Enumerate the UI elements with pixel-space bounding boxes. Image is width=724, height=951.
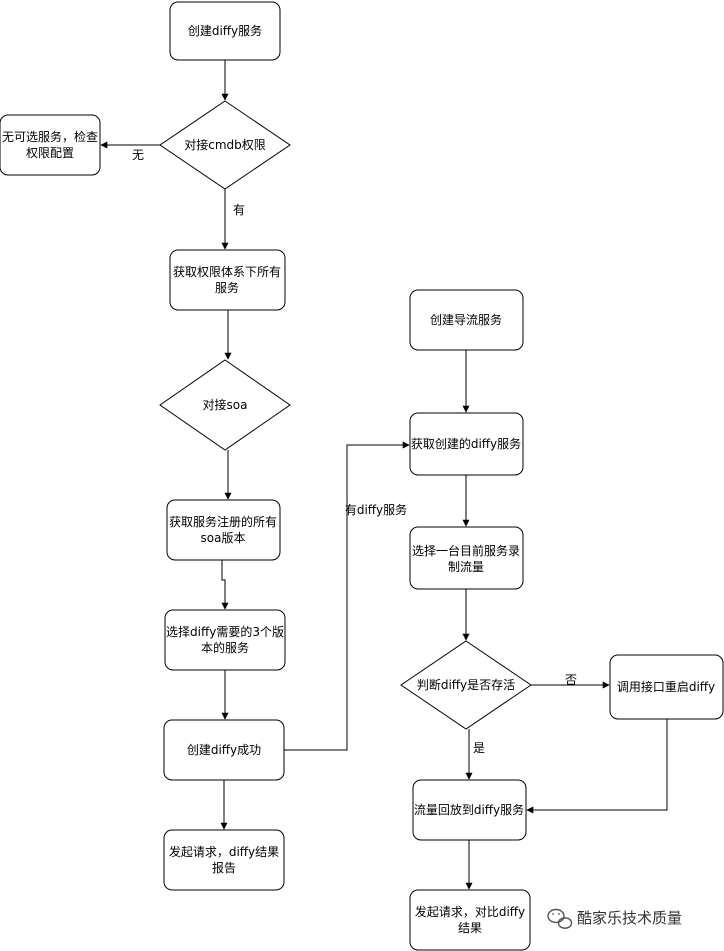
wechat-icon — [547, 908, 573, 929]
node-create-success: 创建diffy成功 — [163, 719, 285, 781]
node-select-record-host: 选择一台目前服务录 制流量 — [409, 526, 524, 590]
svg-text:报告: 报告 — [212, 860, 236, 875]
svg-text:权限配置: 权限配置 — [26, 146, 74, 160]
edge-label-deny: 否 — [565, 673, 577, 687]
svg-text:获取权限体系下所有: 获取权限体系下所有 — [173, 265, 281, 279]
watermark-text: 酷家乐技术质量 — [577, 909, 682, 927]
svg-text:获取服务注册的所有: 获取服务注册的所有 — [169, 514, 277, 529]
svg-text:对接cmdb权限: 对接cmdb权限 — [184, 137, 266, 152]
decision-soa: 对接soa — [159, 359, 291, 451]
edge-label-has-diffy: 有diffy服务 — [345, 502, 407, 517]
svg-text:服务: 服务 — [215, 280, 239, 295]
svg-text:发起请求，diffy结果: 发起请求，diffy结果 — [169, 844, 279, 859]
svg-text:创建diffy成功: 创建diffy成功 — [187, 743, 261, 757]
svg-text:制流量: 制流量 — [448, 560, 484, 574]
node-select-versions: 选择diffy需要的3个版 本的服务 — [164, 609, 286, 671]
node-no-service: 无可选服务，检查 权限配置 — [0, 114, 101, 176]
node-create-traffic-service: 创建导流服务 — [409, 289, 524, 351]
node-get-services: 获取权限体系下所有 服务 — [169, 249, 286, 311]
svg-text:创建导流服务: 创建导流服务 — [430, 312, 502, 327]
decision-diffy-alive: 判断diffy是否存活 — [400, 640, 532, 730]
node-diffy-report: 发起请求，diffy结果 报告 — [163, 829, 285, 891]
node-compare-results: 发起请求，对比diffy 结果 — [409, 889, 531, 951]
svg-text:选择diffy需要的3个版: 选择diffy需要的3个版 — [166, 624, 284, 639]
watermark: 酷家乐技术质量 — [547, 908, 682, 929]
svg-text:对接soa: 对接soa — [203, 397, 248, 412]
edge-label-no: 无 — [132, 148, 144, 162]
svg-text:soa版本: soa版本 — [201, 531, 246, 545]
node-create-diffy: 创建diffy服务 — [169, 1, 281, 61]
node-get-soa-versions: 获取服务注册的所有 soa版本 — [166, 499, 281, 561]
node-restart-diffy: 调用接口重启diffy — [609, 654, 724, 720]
svg-text:调用接口重启diffy: 调用接口重启diffy — [617, 679, 715, 694]
edge-label-ok: 是 — [473, 741, 485, 755]
edges — [100, 60, 668, 890]
edge-label-yes: 有 — [233, 203, 245, 217]
svg-text:结果: 结果 — [458, 921, 482, 935]
decision-cmdb: 对接cmdb权限 — [159, 100, 291, 190]
svg-text:判断diffy是否存活: 判断diffy是否存活 — [417, 677, 515, 692]
svg-text:创建diffy服务: 创建diffy服务 — [188, 23, 262, 38]
svg-text:选择一台目前服务录: 选择一台目前服务录 — [412, 543, 520, 558]
svg-text:本的服务: 本的服务 — [201, 640, 249, 655]
node-replay-traffic: 流量回放到diffy服务 — [412, 779, 527, 841]
svg-text:流量回放到diffy服务: 流量回放到diffy服务 — [414, 802, 524, 817]
svg-text:发起请求，对比diffy: 发起请求，对比diffy — [415, 904, 525, 919]
node-get-created-diffy: 获取创建的diffy服务 — [409, 412, 524, 476]
svg-text:获取创建的diffy服务: 获取创建的diffy服务 — [411, 436, 521, 451]
svg-text:无可选服务，检查: 无可选服务，检查 — [2, 129, 98, 144]
